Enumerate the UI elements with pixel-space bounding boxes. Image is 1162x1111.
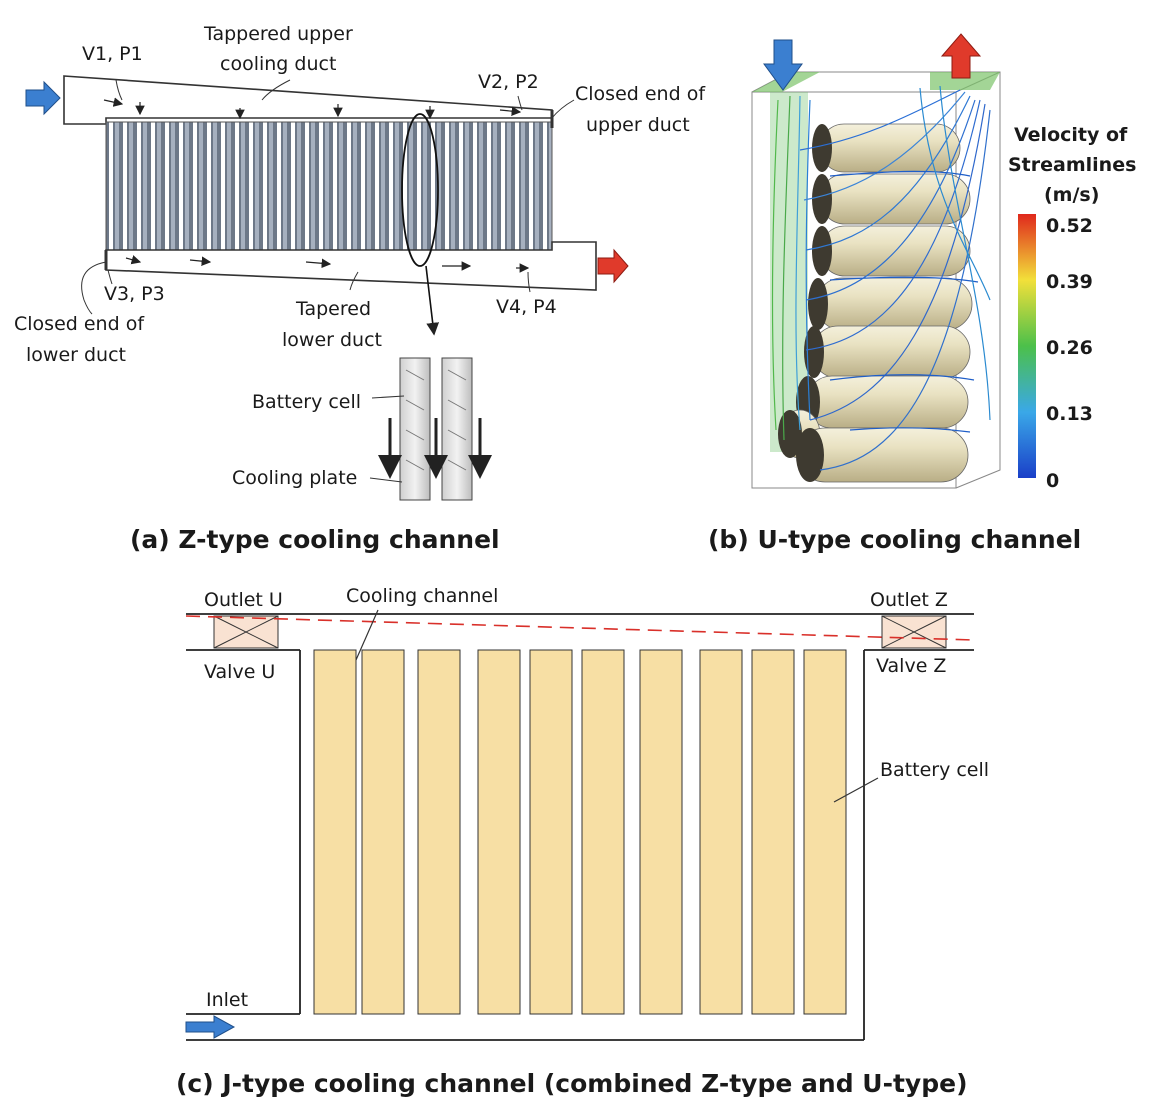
panel-c-j-type: Outlet U Cooling channel Outlet Z Valve … (176, 585, 989, 1098)
legend-tick-4: 0 (1046, 470, 1059, 492)
label-battery-cell-a: Battery cell (252, 391, 361, 413)
label-lower-duct-2: lower duct (282, 329, 382, 351)
label-v4p4: V4, P4 (496, 296, 557, 318)
label-valve-z: Valve Z (876, 655, 946, 677)
label-battery-cell-c: Battery cell (880, 759, 989, 781)
legend-title-2: Streamlines (1008, 154, 1136, 176)
lower-flow-arrows (125, 255, 530, 273)
legend-title-3: (m/s) (1044, 184, 1099, 206)
panel-a-leaders (81, 79, 575, 315)
label-outlet-u: Outlet U (204, 589, 283, 611)
label-inlet: Inlet (206, 989, 248, 1011)
label-v2p2: V2, P2 (478, 71, 539, 93)
battery-pack-block (105, 121, 553, 251)
outlet-zone (930, 72, 1000, 90)
caption-a: (a) Z-type cooling channel (130, 525, 500, 554)
label-outlet-z: Outlet Z (870, 589, 948, 611)
inlet-arrow-icon-c (185, 1015, 236, 1039)
label-v3p3: V3, P3 (104, 283, 165, 305)
label-closed-lower-2: lower duct (26, 344, 126, 366)
label-cooling-channel: Cooling channel (346, 585, 498, 607)
highlight-ellipse (401, 113, 439, 267)
legend-tick-0: 0.52 (1046, 215, 1093, 237)
inlet-arrow-icon (25, 80, 61, 116)
leader-battery-cell (833, 777, 879, 803)
label-v1p1: V1, P1 (82, 43, 143, 65)
channel-outline (186, 613, 974, 1041)
caption-b: (b) U-type cooling channel (708, 525, 1081, 554)
label-closed-upper-2: upper duct (586, 114, 690, 136)
legend-tick-1: 0.39 (1046, 271, 1093, 293)
tapered-dashed-line (185, 615, 975, 641)
label-upper-duct-2: cooling duct (220, 53, 336, 75)
panel-b-u-type: Velocity of Streamlines (m/s) 0.52 0.39 … (708, 33, 1136, 554)
legend-tick-3: 0.13 (1046, 403, 1093, 425)
caption-c: (c) J-type cooling channel (combined Z-t… (176, 1069, 968, 1098)
streamlines (771, 85, 991, 471)
label-lower-duct-1: Tapered (295, 298, 371, 320)
outlet-arrow-icon (597, 248, 629, 284)
upper-flow-arrows (103, 97, 522, 120)
label-upper-duct-1: Tappered upper (203, 23, 353, 45)
leader-cooling-channel (355, 609, 379, 661)
cell-plate-detail (369, 357, 492, 501)
zoom-arrow (425, 265, 440, 336)
label-closed-upper-1: Closed end of (575, 83, 706, 105)
legend-tick-2: 0.26 (1046, 337, 1093, 359)
valve-u-icon (213, 615, 279, 649)
panel-a-z-type: Tappered upper cooling duct V1, P1 V2, P… (14, 23, 706, 554)
outlet-arrow-icon-b (940, 33, 982, 79)
battery-cylinders (778, 123, 973, 483)
inlet-arrow-icon-b (763, 39, 803, 91)
velocity-colorbar (1018, 214, 1036, 478)
label-closed-lower-1: Closed end of (14, 313, 145, 335)
battery-cells-c (313, 649, 847, 1015)
legend-title-1: Velocity of (1014, 124, 1128, 146)
label-valve-u: Valve U (204, 661, 275, 683)
valve-z-icon (881, 615, 947, 649)
label-cooling-plate: Cooling plate (232, 467, 357, 489)
lower-duct (105, 241, 597, 291)
